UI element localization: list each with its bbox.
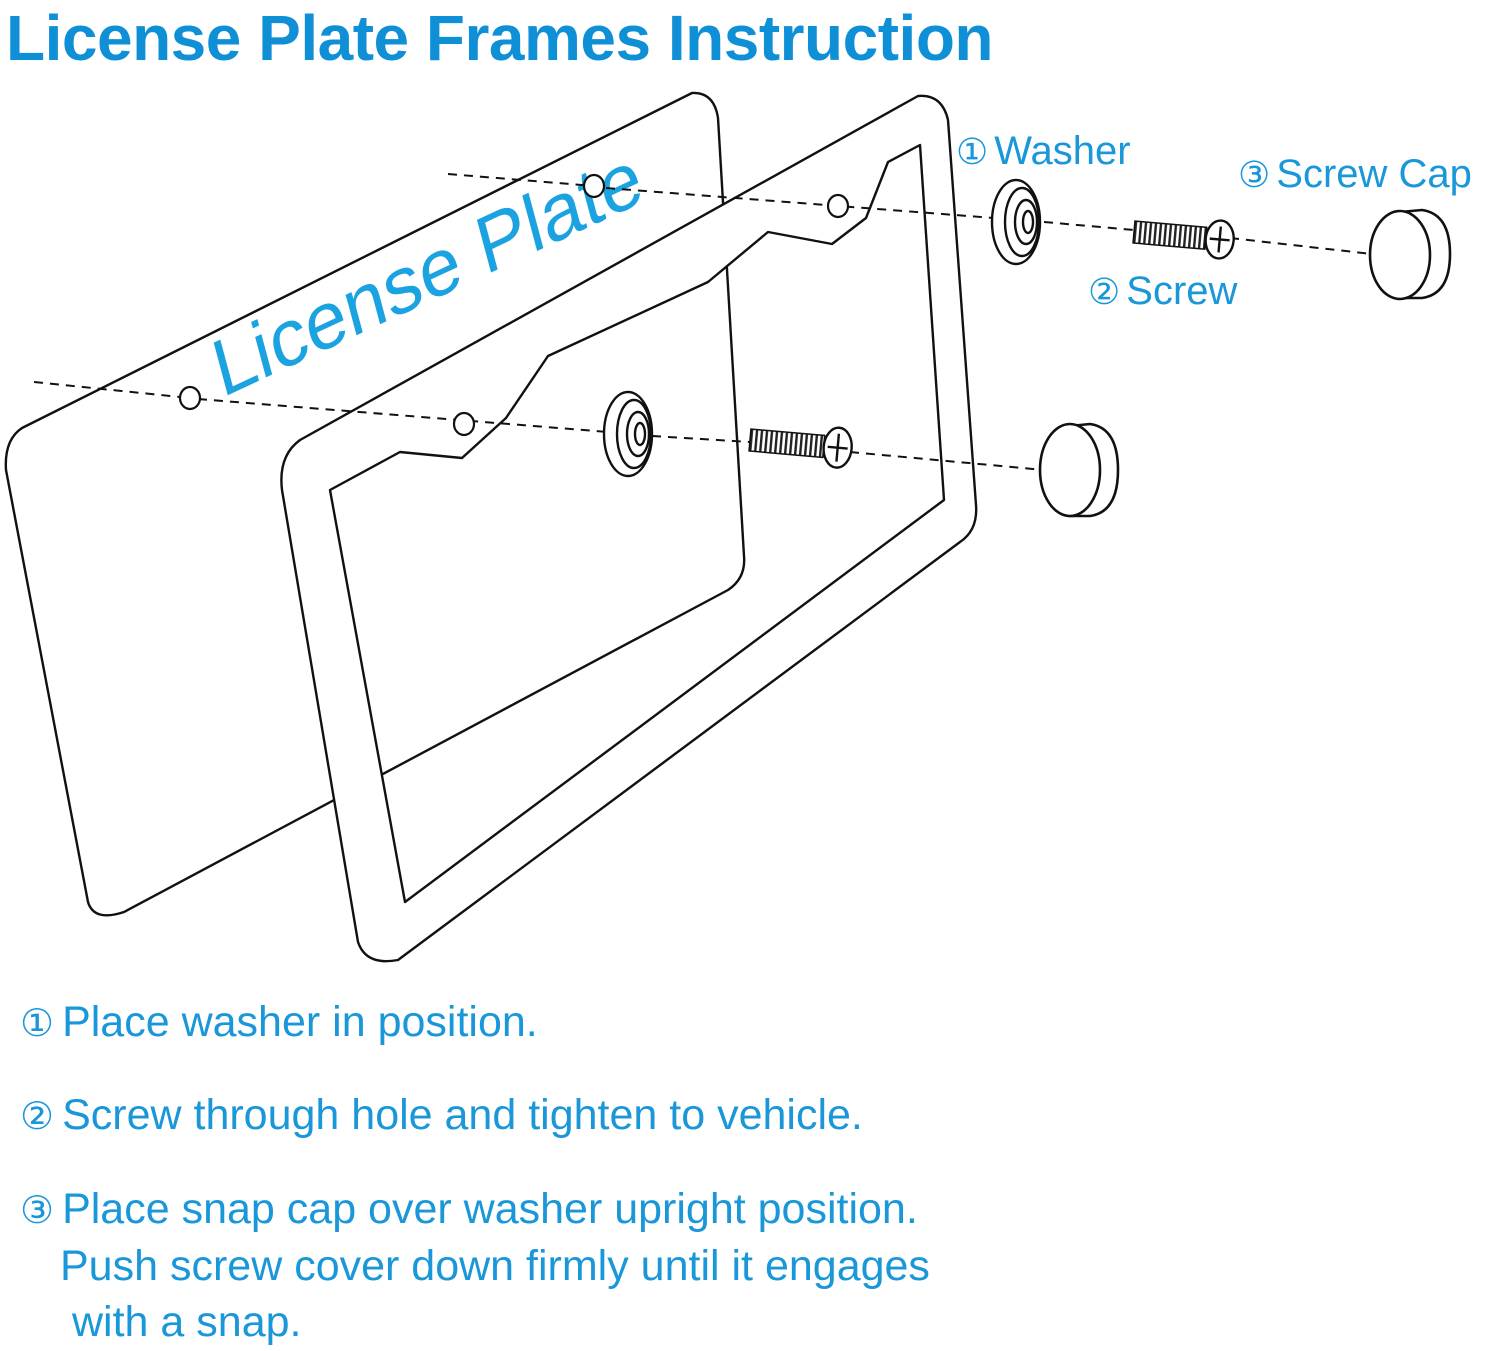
step-number: ③ (20, 1188, 55, 1232)
step-text: Place snap cap over washer upright posit… (62, 1185, 918, 1233)
step-text-continued: Push screw cover down firmly until it en… (60, 1242, 930, 1290)
frame-hole-top-icon (826, 193, 850, 219)
screw-icon (748, 426, 853, 469)
callout-label: Screw Cap (1276, 152, 1472, 196)
step-text-continued: with a snap. (72, 1298, 302, 1346)
step-text: Place washer in position. (62, 998, 538, 1046)
washer-icon (602, 390, 654, 478)
callout-label: Screw (1126, 269, 1238, 313)
callout-number: ③ (1238, 155, 1271, 196)
step-number: ② (20, 1094, 55, 1138)
screw-cap-icon (1368, 208, 1452, 301)
plate-hole-bottom-icon (178, 385, 202, 411)
callout-number: ② (1088, 272, 1121, 313)
frame-icon (280, 94, 978, 963)
page-title: License Plate Frames Instruction (6, 2, 994, 74)
screw-icon (1132, 219, 1235, 260)
step-number: ① (20, 1001, 55, 1045)
plate-hole-top-icon (582, 173, 606, 199)
callout-number: ① (956, 132, 989, 173)
alignment-lines (33, 173, 1373, 471)
screw-cap-icon (1038, 422, 1120, 518)
frame-hole-bottom-icon (452, 411, 476, 437)
washer-icon (990, 178, 1042, 266)
step-text: Screw through hole and tighten to vehicl… (62, 1091, 863, 1139)
mounting-holes (178, 173, 850, 437)
callout-label: Washer (994, 129, 1131, 173)
